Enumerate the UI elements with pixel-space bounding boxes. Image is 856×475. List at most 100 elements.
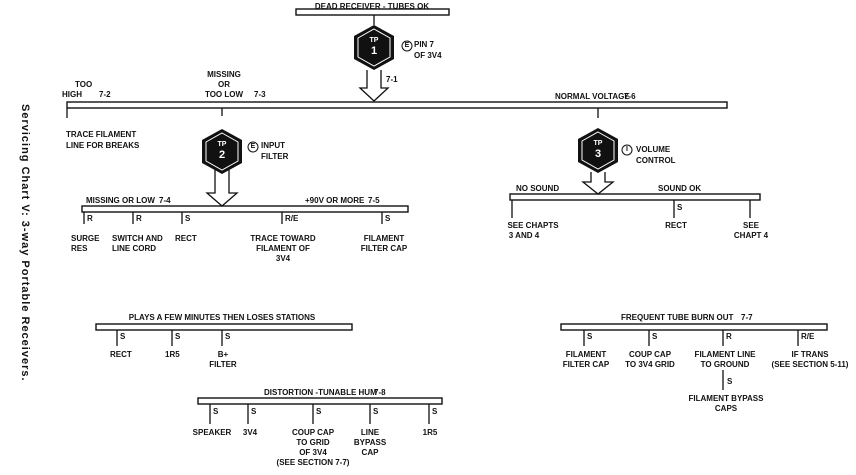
tp3-arrow: [581, 172, 615, 195]
left-item-code: R: [136, 214, 142, 223]
trace-filament-line2: LINE FOR BREAKS: [66, 141, 140, 150]
distortion-item-label: BYPASS: [353, 438, 387, 447]
tp3-note-line1: VOLUME: [636, 145, 671, 154]
distortion-item-label: 1R5: [422, 428, 438, 437]
burnout-sub-code: S: [727, 377, 733, 386]
too-high-line1: TOO: [75, 80, 93, 89]
tp3-number: 3: [594, 148, 602, 160]
tp3-label: TP: [593, 140, 603, 147]
distortion-item-code: S: [373, 407, 379, 416]
distortion-item-label: LINE: [360, 428, 380, 437]
distortion-item-label: (SEE SECTION 7-7): [276, 458, 350, 467]
burnout-item-label: FILAMENT LINE: [694, 350, 756, 359]
missing-line2: OR: [218, 80, 230, 89]
distortion-item-label: TO GRID: [296, 438, 330, 447]
burnout-item-label: FILAMENT: [565, 350, 607, 359]
tp2-label: TP: [217, 141, 227, 148]
plays-item-code: S: [120, 332, 126, 341]
burnout-item-code: R: [726, 332, 732, 341]
tp3-note-line2: CONTROL: [636, 156, 676, 165]
left-item-label: SURGE: [71, 234, 100, 243]
right-branch-bar: [509, 193, 761, 201]
tp3-meter-symbol: [621, 144, 633, 156]
distortion-step: 7-8: [374, 388, 386, 397]
top-title: DEAD RECEIVER - TUBES OK: [314, 2, 430, 11]
distortion-item-code: S: [432, 407, 438, 416]
burnout-item-code: S: [587, 332, 593, 341]
left-item-label: RES: [71, 244, 88, 253]
left-item-label: TRACE TOWARD: [250, 234, 316, 243]
burnout-item-code: R/E: [801, 332, 815, 341]
normal-voltage: NORMAL VOLTAGE: [555, 92, 630, 101]
right-item-code: S: [677, 203, 683, 212]
trace-filament-line1: TRACE FILAMENT: [66, 130, 137, 139]
tp2-note-line1: INPUT: [261, 141, 285, 150]
tp2-arrow: [205, 168, 239, 207]
burnout-item-label: COUP CAP: [628, 350, 672, 359]
plays-item-label: 1R5: [165, 350, 180, 359]
distortion-item-label: CAP: [361, 448, 379, 457]
main-voltage-bar: [66, 101, 728, 109]
distortion-title: DISTORTION -TUNABLE HUM: [264, 388, 377, 397]
plays-item-label: FILTER: [209, 360, 237, 369]
burnout-title: FREQUENT TUBE BURN OUT: [621, 313, 734, 322]
missing-step: 7-3: [254, 90, 266, 99]
left-item-label: SWITCH AND: [112, 234, 163, 243]
plus90-step: 7-5: [368, 196, 380, 205]
plays-item-code: S: [225, 332, 231, 341]
right-item-label: 3 AND 4: [508, 231, 540, 240]
left-item-label: 3V4: [275, 254, 291, 263]
distortion-item-code: S: [213, 407, 219, 416]
distortion-item-label: COUP CAP: [291, 428, 335, 437]
tp2-number: 2: [218, 149, 226, 161]
plus90-or-more: +90V OR MORE: [305, 196, 365, 205]
tp3-meter-letter: I: [626, 146, 628, 153]
burnout-bar: [560, 323, 828, 331]
plays-item-label: B+: [217, 350, 229, 359]
step-7-1: 7-1: [386, 75, 398, 84]
tp1-hexagon: [354, 25, 394, 70]
right-item-label: RECT: [665, 221, 687, 230]
left-item-label: FILAMENT: [363, 234, 405, 243]
plays-bar: [95, 323, 353, 331]
tp2-meter-symbol: [247, 141, 259, 153]
tp1-meter-symbol: [401, 40, 413, 52]
distortion-item-label: 3V4: [242, 428, 258, 437]
left-item-label: RECT: [175, 234, 197, 243]
tp2-hexagon: [202, 129, 242, 174]
plays-item-label: RECT: [110, 350, 132, 359]
burnout-item-label: IF TRANS: [791, 350, 829, 359]
right-item-label: SEE CHAPTS: [507, 221, 559, 230]
burnout-item-label: (SEE SECTION 5-11): [771, 360, 849, 369]
tp3-hexagon: [578, 128, 618, 173]
missing-line1: MISSING: [207, 70, 241, 79]
distortion-bar: [197, 397, 443, 405]
top-title-bar: [295, 8, 450, 16]
tp1-meter-letter: E: [404, 42, 410, 49]
left-item-label: FILAMENT OF: [256, 244, 310, 253]
missing-line3: TOO LOW: [204, 90, 244, 99]
too-high-line2: HIGH: [62, 90, 82, 99]
distortion-item-code: S: [316, 407, 322, 416]
missing-or-low-step: 7-4: [159, 196, 171, 205]
too-high-step: 7-2: [99, 90, 111, 99]
tp2-meter-letter: E: [250, 143, 256, 150]
tp1-arrow: [358, 70, 390, 102]
right-item-label: SEE: [742, 221, 760, 230]
left-item-code: R/E: [285, 214, 299, 223]
tp1-label: TP: [369, 37, 379, 44]
plays-title: PLAYS A FEW MINUTES THEN LOSES STATIONS: [128, 313, 316, 322]
right-item-label: CHAPT 4: [733, 231, 769, 240]
tp2-note-line2: FILTER: [261, 152, 289, 161]
sound-ok: SOUND OK: [658, 184, 702, 193]
burnout-sub-label: CAPS: [714, 404, 738, 413]
left-item-label: LINE CORD: [112, 244, 156, 253]
burnout-item-code: S: [652, 332, 658, 341]
plays-item-code: S: [175, 332, 181, 341]
left-item-code: S: [385, 214, 391, 223]
tp1-note-line2: OF 3V4: [414, 51, 442, 60]
missing-or-low: MISSING OR LOW: [86, 196, 155, 205]
left-branch-bar: [81, 205, 409, 213]
distortion-item-label: OF 3V4: [299, 448, 327, 457]
